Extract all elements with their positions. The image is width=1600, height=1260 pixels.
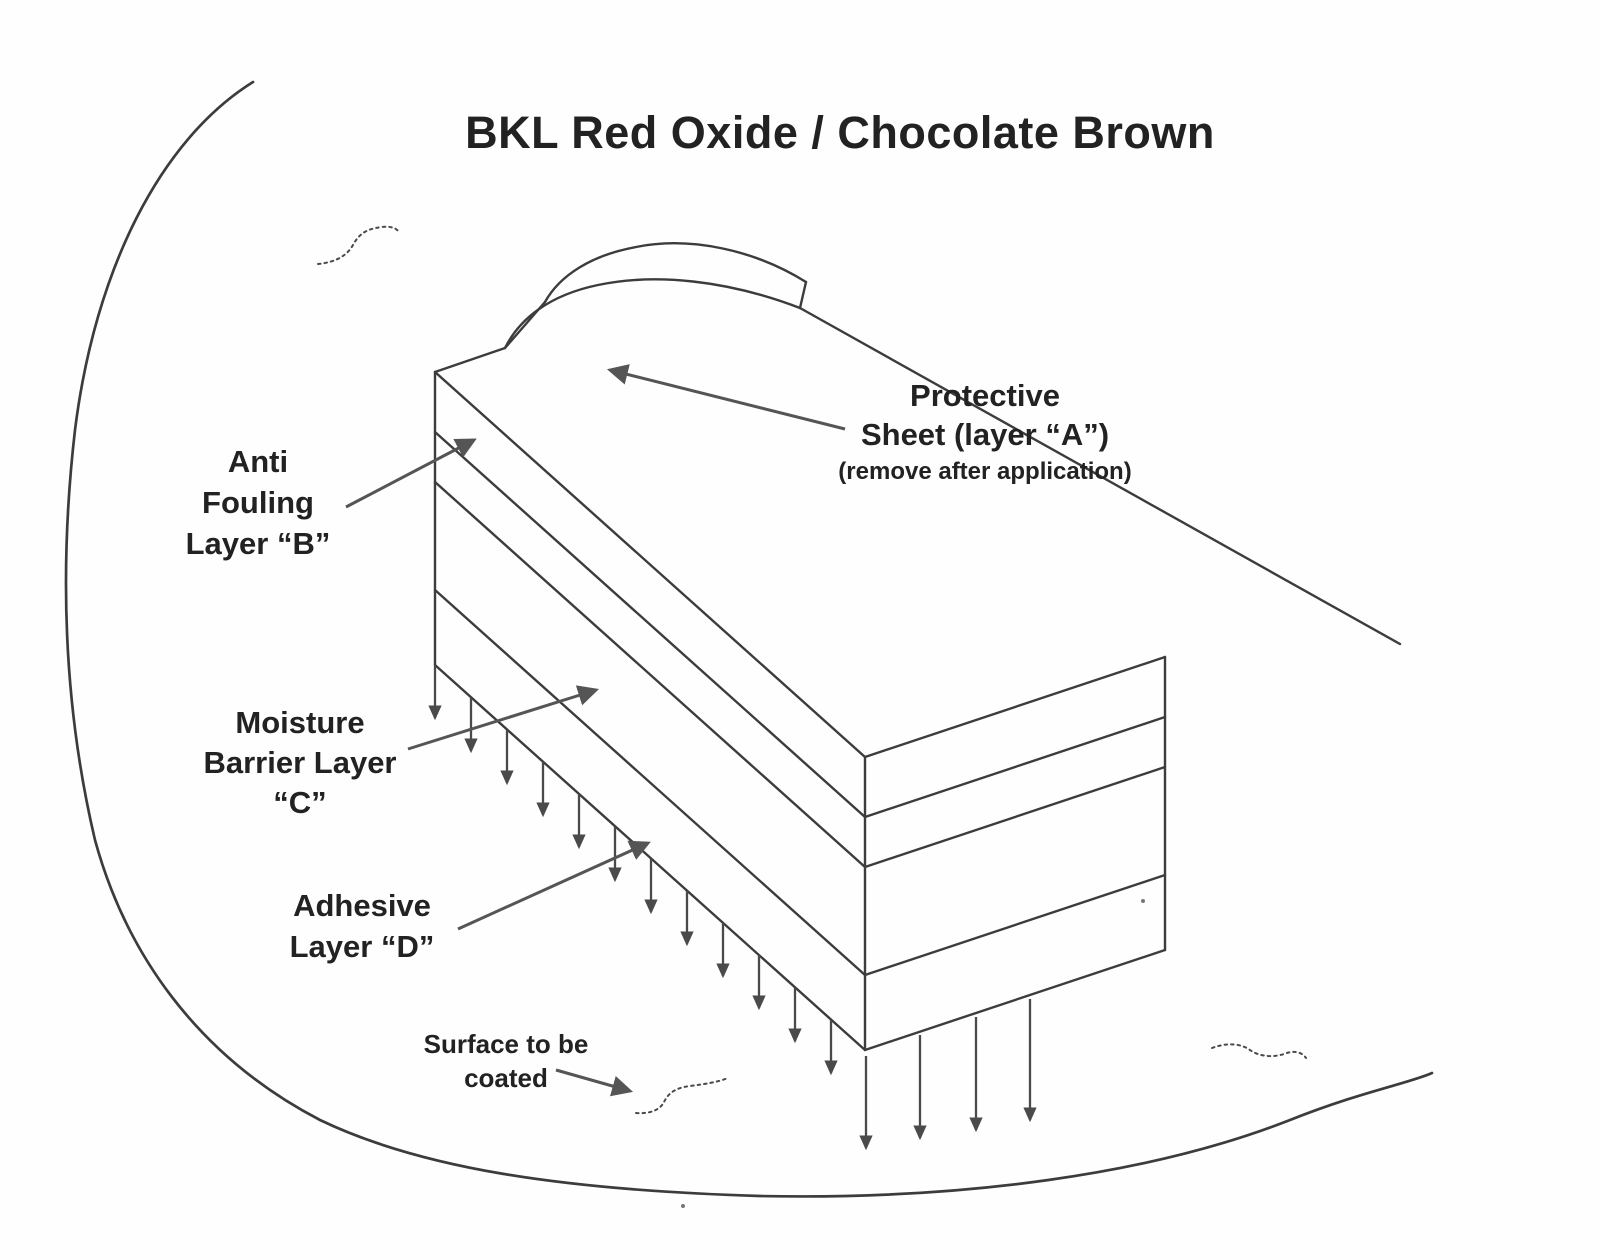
leader-arrow-moisture-barrier (407, 685, 600, 751)
label-protective-sheet: Protective Sheet (layer “A”) (remove aft… (838, 378, 1131, 485)
label-anti-fouling-line2: Fouling (202, 485, 314, 520)
layer-stack-front-face (433, 370, 867, 1052)
label-surface-to-coat: Surface to be coated (424, 1029, 589, 1093)
leader-arrows (345, 364, 846, 1097)
label-adhesive-line2: Layer “D” (290, 929, 435, 964)
label-anti-fouling-line3: Layer “B” (186, 526, 331, 561)
layer-line-2 (433, 430, 867, 819)
label-anti-fouling: Anti Fouling Layer “B” (186, 444, 331, 561)
layer-line-3 (433, 480, 867, 869)
label-protective-sheet-line1: Protective (910, 378, 1060, 413)
squiggles (317, 225, 1307, 1115)
side-line-3 (863, 765, 1167, 869)
squiggle-bottom-center (635, 1077, 729, 1115)
layer-line-top (433, 370, 867, 759)
squiggle-bottom-right (1211, 1043, 1307, 1059)
label-adhesive-line1: Adhesive (293, 888, 431, 923)
label-adhesive: Adhesive Layer “D” (290, 888, 435, 964)
border-curve (64, 80, 1434, 1198)
peel-upper-curve (543, 242, 808, 304)
leader-arrow-anti-fouling (345, 438, 477, 509)
scan-dot (681, 1204, 685, 1208)
squiggle-top-left (317, 225, 399, 265)
label-moisture-barrier-line2: Barrier Layer (203, 745, 396, 780)
leader-arrow-surface (555, 1068, 634, 1097)
layer-line-bottom (433, 663, 867, 1052)
label-protective-sheet-line2: Sheet (layer “A”) (861, 417, 1109, 452)
label-moisture-barrier: Moisture Barrier Layer “C” (203, 705, 396, 820)
side-line-2 (863, 715, 1167, 819)
peel-corner-edge (433, 346, 507, 374)
side-line-4 (863, 873, 1167, 977)
peel-lower-curve (503, 278, 802, 350)
border-curve-path (64, 80, 1434, 1198)
label-anti-fouling-line1: Anti (228, 444, 288, 479)
layer-line-4 (433, 588, 867, 977)
leader-arrow-protective-sheet (606, 364, 846, 431)
label-moisture-barrier-line1: Moisture (235, 705, 364, 740)
leader-arrow-adhesive (457, 840, 651, 931)
peel-crease-line (798, 306, 1402, 646)
scan-dot (1141, 899, 1145, 903)
label-surface-line2: coated (464, 1063, 548, 1093)
page-title: BKL Red Oxide / Chocolate Brown (465, 107, 1215, 158)
peel-end-edge-left (503, 300, 547, 350)
label-moisture-barrier-line3: “C” (273, 785, 326, 820)
protective-sheet-peel (433, 242, 1402, 646)
label-surface-line1: Surface to be (424, 1029, 589, 1059)
side-line-bottom (863, 948, 1167, 1052)
label-protective-sheet-note: (remove after application) (838, 458, 1131, 485)
peel-end-edge-right (798, 280, 808, 310)
application-arrows (428, 666, 1037, 1151)
side-line-top (863, 655, 1167, 759)
layer-stack-side-face (863, 655, 1167, 1052)
